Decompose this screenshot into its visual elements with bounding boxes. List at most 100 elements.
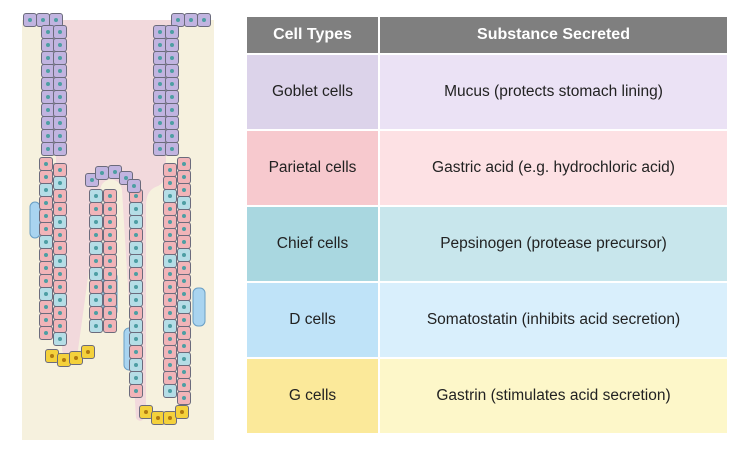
chief-nucleus	[182, 357, 186, 361]
goblet-nucleus	[170, 147, 174, 151]
d-cell	[29, 201, 41, 239]
goblet-nucleus	[170, 108, 174, 112]
cell-type-chief: Chief cells	[247, 207, 380, 281]
parietal-nucleus	[44, 175, 48, 179]
goblet-nucleus	[58, 82, 62, 86]
parietal-nucleus	[134, 233, 138, 237]
table-row-d-cells: D cells Somatostatin (inhibits acid secr…	[247, 283, 727, 357]
goblet-nucleus	[158, 95, 162, 99]
cell-type-goblet: Goblet cells	[247, 55, 380, 129]
parietal-nucleus	[134, 350, 138, 354]
goblet-nucleus	[58, 69, 62, 73]
parietal-nucleus	[58, 311, 62, 315]
chief-nucleus	[182, 253, 186, 257]
chief-nucleus	[134, 298, 138, 302]
parietal-nucleus	[108, 298, 112, 302]
goblet-nucleus	[58, 147, 62, 151]
goblet-nucleus	[158, 43, 162, 47]
parietal-nucleus	[168, 246, 172, 250]
parietal-nucleus	[134, 272, 138, 276]
parietal-nucleus	[58, 272, 62, 276]
parietal-nucleus	[108, 233, 112, 237]
parietal-nucleus	[134, 389, 138, 393]
parietal-nucleus	[182, 227, 186, 231]
goblet-nucleus	[46, 30, 50, 34]
table-row-chief: Chief cells Pepsinogen (protease precurs…	[247, 207, 727, 281]
parietal-nucleus	[168, 350, 172, 354]
chief-nucleus	[134, 259, 138, 263]
goblet-nucleus	[58, 134, 62, 138]
substance-goblet: Mucus (protects stomach lining)	[380, 55, 727, 129]
chief-nucleus	[58, 337, 62, 341]
parietal-nucleus	[168, 311, 172, 315]
parietal-nucleus	[94, 285, 98, 289]
goblet-nucleus	[46, 134, 50, 138]
table-row-goblet: Goblet cells Mucus (protects stomach lin…	[247, 55, 727, 129]
chief-nucleus	[134, 337, 138, 341]
parietal-nucleus	[108, 220, 112, 224]
parietal-nucleus	[182, 370, 186, 374]
goblet-nucleus	[46, 43, 50, 47]
goblet-nucleus	[58, 121, 62, 125]
lumen-space	[48, 20, 186, 421]
parietal-nucleus	[108, 285, 112, 289]
header-cell-types: Cell Types	[247, 17, 380, 53]
goblet-nucleus	[170, 30, 174, 34]
parietal-nucleus	[58, 324, 62, 328]
g-nucleus	[74, 356, 78, 360]
goblet-nucleus	[158, 147, 162, 151]
parietal-nucleus	[182, 279, 186, 283]
goblet-nucleus	[158, 69, 162, 73]
parietal-nucleus	[182, 331, 186, 335]
parietal-nucleus	[58, 233, 62, 237]
chief-nucleus	[44, 240, 48, 244]
chief-nucleus	[58, 181, 62, 185]
parietal-nucleus	[168, 298, 172, 302]
parietal-nucleus	[182, 318, 186, 322]
goblet-nucleus	[46, 69, 50, 73]
goblet-nucleus	[46, 82, 50, 86]
parietal-nucleus	[58, 246, 62, 250]
goblet-nucleus	[41, 18, 45, 22]
parietal-nucleus	[44, 227, 48, 231]
g-nucleus	[62, 358, 66, 362]
chief-nucleus	[44, 188, 48, 192]
goblet-nucleus	[170, 134, 174, 138]
parietal-nucleus	[182, 175, 186, 179]
parietal-nucleus	[108, 324, 112, 328]
parietal-nucleus	[108, 207, 112, 211]
parietal-nucleus	[168, 363, 172, 367]
parietal-nucleus	[182, 162, 186, 166]
goblet-nucleus	[54, 18, 58, 22]
goblet-nucleus	[46, 147, 50, 151]
header-substance-secreted: Substance Secreted	[380, 17, 727, 53]
substance-d: Somatostatin (inhibits acid secretion)	[380, 283, 727, 357]
parietal-nucleus	[168, 168, 172, 172]
g-nucleus	[168, 416, 172, 420]
parietal-nucleus	[44, 201, 48, 205]
parietal-nucleus	[182, 214, 186, 218]
goblet-nucleus	[170, 56, 174, 60]
goblet-nucleus	[113, 170, 117, 174]
chief-nucleus	[58, 259, 62, 263]
goblet-nucleus	[58, 56, 62, 60]
chief-nucleus	[168, 259, 172, 263]
parietal-nucleus	[168, 285, 172, 289]
parietal-nucleus	[182, 266, 186, 270]
parietal-nucleus	[44, 318, 48, 322]
parietal-nucleus	[168, 272, 172, 276]
chief-nucleus	[58, 298, 62, 302]
table-row-g-cells: G cells Gastrin (stimulates acid secreti…	[247, 359, 727, 433]
parietal-nucleus	[94, 207, 98, 211]
goblet-nucleus	[58, 30, 62, 34]
goblet-nucleus	[46, 95, 50, 99]
parietal-nucleus	[94, 259, 98, 263]
goblet-nucleus	[158, 108, 162, 112]
parietal-nucleus	[44, 214, 48, 218]
parietal-nucleus	[182, 396, 186, 400]
g-nucleus	[156, 416, 160, 420]
parietal-nucleus	[182, 188, 186, 192]
parietal-nucleus	[44, 253, 48, 257]
chief-nucleus	[94, 298, 98, 302]
